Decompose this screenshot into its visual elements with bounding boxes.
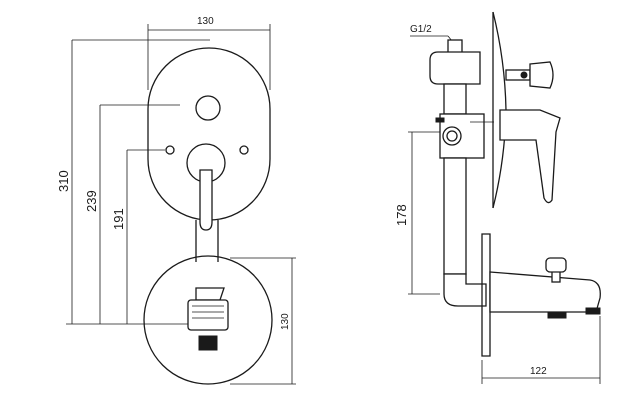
spout-diverter-knob bbox=[545, 257, 567, 273]
front-view: 130 310 239 191 bbox=[56, 16, 296, 385]
spout-side bbox=[489, 271, 601, 313]
dim-height-191-label: 191 bbox=[111, 208, 126, 230]
dim-height-239: 239 bbox=[84, 104, 180, 324]
dim-height-178: 178 bbox=[394, 132, 440, 295]
diverter-knob bbox=[195, 95, 221, 121]
aerator bbox=[198, 335, 218, 351]
lever-side bbox=[499, 109, 561, 204]
side-view: G1/2 178 bbox=[394, 11, 601, 384]
dim-spout-projection-label: 122 bbox=[530, 366, 547, 377]
dim-height-239-label: 239 bbox=[84, 190, 99, 212]
dim-height-lower: 130 bbox=[230, 257, 296, 385]
dim-height-total: 310 bbox=[56, 39, 210, 324]
spout-aerator bbox=[547, 311, 567, 319]
screw-right bbox=[239, 145, 249, 155]
dim-height-191: 191 bbox=[111, 149, 165, 324]
lever-handle bbox=[199, 169, 213, 231]
vertical-pipe bbox=[443, 157, 467, 275]
screw-left bbox=[165, 145, 175, 155]
spout-plate-round bbox=[143, 255, 273, 385]
thread-label: G1/2 bbox=[410, 24, 432, 35]
lower-wall-plate bbox=[481, 233, 491, 357]
dim-height-lower-label: 130 bbox=[280, 313, 291, 330]
dim-width-top: 130 bbox=[147, 16, 271, 90]
dim-height-178-label: 178 bbox=[394, 204, 409, 226]
spout-front-detail bbox=[187, 287, 229, 351]
dim-height-total-label: 310 bbox=[56, 170, 71, 192]
dim-spout-projection: 122 bbox=[481, 316, 601, 384]
pipe-elbow bbox=[443, 273, 487, 307]
diverter-knob-side bbox=[529, 61, 554, 89]
dim-width-top-label: 130 bbox=[197, 16, 214, 27]
